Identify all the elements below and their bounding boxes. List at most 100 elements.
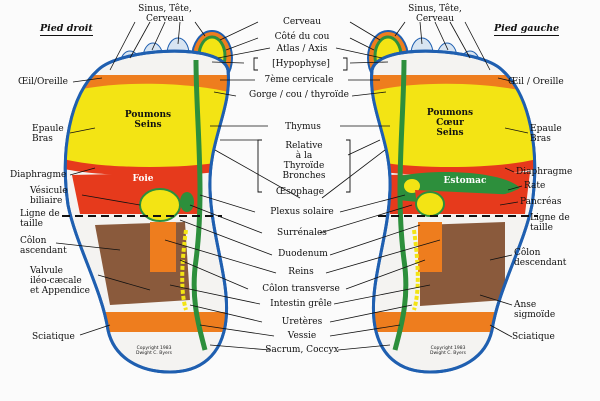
label-anse-sigmoide: Anse sigmoïde (514, 300, 555, 320)
left-foot-zones (371, 59, 535, 351)
label-colon-transverse: Côlon transverse (262, 284, 340, 294)
label-sinus-right-1: Sinus, Tête, (408, 4, 462, 14)
label-poumons-right-3: Seins (436, 128, 464, 138)
relative-box-brackets (253, 57, 351, 193)
label-foie: Foie (132, 174, 154, 184)
label-epaule-right-2: Bras (530, 134, 551, 144)
label-atlas-axis: Atlas / Axis (276, 44, 328, 54)
label-hypophyse: [Hypophyse] (272, 59, 330, 69)
label-sinus-left-1: Sinus, Tête, (138, 4, 192, 14)
relative-line-4: Bronches (282, 171, 326, 181)
label-sinus-left-2: Cerveau (145, 14, 185, 24)
label-epaule-right-1: Epaule (530, 124, 562, 134)
zone-sciatic-left (65, 312, 229, 332)
label-epaule-left-2: Bras (32, 134, 53, 144)
right-foot-zones (65, 59, 229, 351)
label-ligne-right-1: Ligne de (530, 213, 570, 223)
label-vesicule-1: Vésicule (30, 186, 68, 196)
zone-sciatic-right (371, 312, 535, 332)
label-ligne-left: Ligne de taille (20, 209, 60, 229)
label-poumons-left-2: Seins (134, 120, 162, 130)
ureter-left (180, 229, 188, 311)
label-surrenales: Surrénales (277, 228, 327, 238)
relative-box: Relative à la Thyroïde Bronches (264, 141, 344, 181)
label-vessie: Vessie (287, 331, 317, 341)
label-gorge: Gorge / cou / thyroïde (249, 90, 349, 100)
zone-diaphragm-left (65, 158, 229, 176)
label-ureteres: Uretères (281, 317, 323, 327)
ureter-right (412, 229, 420, 311)
copyright-left-1: Copyright 1983 (136, 346, 172, 351)
zone-diaphragm-right (371, 158, 535, 176)
label-ligne-right: Ligne de taille (530, 213, 570, 233)
label-vesicule-2: biliaire (30, 196, 63, 206)
copyright-left: Copyright 1983 Dwight C. Byers (124, 346, 184, 356)
label-reins: Reins (288, 267, 314, 277)
label-ligne-left-1: Ligne de (20, 209, 60, 219)
label-thymus: Thymus (285, 122, 321, 132)
zone-kidney-upper-right (415, 191, 445, 217)
label-epaule-left: Epaule Bras (32, 124, 64, 144)
label-intestin-grele: Intestin grêle (270, 299, 332, 309)
label-cote-du-cou: Côté du cou (274, 32, 330, 42)
label-colon-descendant-2: descendant (514, 258, 567, 268)
label-poumons-left-1: Poumons (124, 110, 172, 120)
label-diaphragme-left: Diaphragme (10, 170, 67, 180)
label-diaphragme-right: Diaphragme (516, 167, 573, 177)
zone-kidney-left (150, 222, 176, 272)
header-pied-droit: Pied droit (40, 23, 93, 36)
label-valvule: Valvule iléo-cæcale et Appendice (30, 266, 90, 296)
right-foot-drawing (62, 30, 233, 374)
relative-line-2: à la (295, 151, 313, 161)
spine-green-left (191, 59, 208, 351)
label-plexus-solaire: Plexus solaire (270, 207, 334, 217)
label-valvule-3: et Appendice (30, 286, 90, 296)
label-poumons-left: Poumons Seins (118, 110, 178, 130)
label-oesophage: Œsophage (275, 187, 325, 197)
label-poumons-right-1: Poumons (426, 108, 474, 118)
label-valvule-1: Valvule (30, 266, 64, 276)
copyright-right-2: Dwight C. Byers (429, 351, 466, 356)
leader-lines (55, 21, 529, 351)
relative-line-3: Thyroïde (283, 161, 325, 171)
label-vesicule: Vésicule biliaire (30, 186, 68, 206)
zone-kidney-right (418, 222, 442, 272)
label-cerveau: Cerveau (282, 17, 322, 27)
label-epaule-left-1: Epaule (32, 124, 64, 134)
label-poumons-right: Poumons Cœur Seins (420, 108, 480, 138)
label-colon-ascendant: Côlon ascendant (20, 236, 67, 256)
label-colon-ascendant-2: ascendant (20, 246, 67, 256)
zone-adrenal-right (404, 179, 420, 193)
label-anse-1: Anse (514, 300, 537, 310)
label-rate: Rate (524, 181, 546, 191)
label-sinus-right-2: Cerveau (415, 14, 455, 24)
label-pancreas: Pancréas (520, 197, 562, 207)
label-sinus-right: Sinus, Tête, Cerveau (390, 4, 480, 24)
zone-adrenal-left (180, 192, 194, 212)
relative-line-1: Relative (285, 141, 323, 151)
left-foot-drawing (367, 30, 538, 374)
label-sciatique-right: Sciatique (512, 332, 555, 342)
label-oeil-right: Œil / Oreille (508, 77, 564, 87)
label-colon-descendant-1: Côlon (514, 248, 541, 258)
copyright-left-2: Dwight C. Byers (135, 351, 172, 356)
spine-green-right (392, 59, 409, 351)
label-7eme-cervicale: 7ème cervicale (264, 75, 334, 85)
label-oeil-left: Œil/Oreille (18, 77, 68, 87)
label-duodenum: Duodenum (278, 249, 328, 259)
label-sinus-left: Sinus, Tête, Cerveau (120, 4, 210, 24)
label-valvule-2: iléo-cæcale (30, 276, 82, 286)
copyright-right: Copyright 1983 Dwight C. Byers (418, 346, 478, 356)
copyright-right-1: Copyright 1983 (430, 346, 466, 351)
label-sacrum: Sacrum, Coccyx (265, 345, 339, 355)
label-epaule-right: Epaule Bras (530, 124, 562, 144)
label-anse-2: sigmoïde (514, 310, 556, 320)
label-ligne-left-2: taille (20, 219, 43, 229)
label-estomac: Estomac (443, 176, 487, 186)
label-colon-descendant: Côlon descendant (514, 248, 566, 268)
label-ligne-right-2: taille (530, 223, 553, 233)
label-colon-ascendant-1: Côlon (20, 236, 47, 246)
header-pied-gauche: Pied gauche (494, 23, 560, 36)
